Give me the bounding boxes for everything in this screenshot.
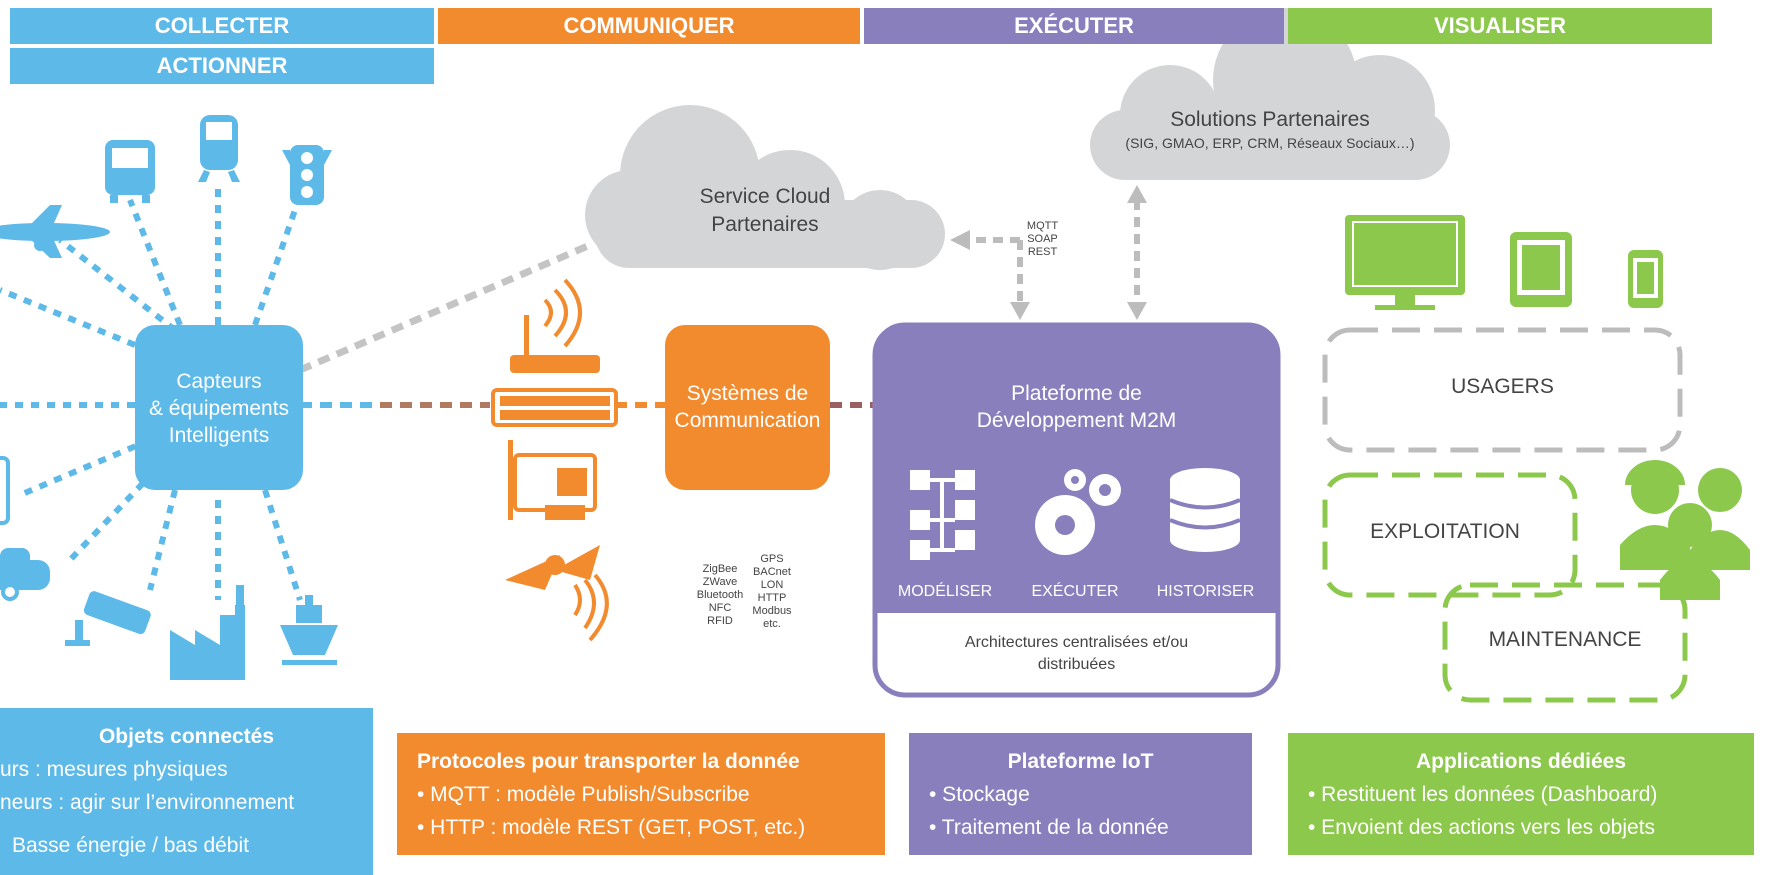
protocol-rfid: RFID — [707, 615, 733, 627]
tablet-icon — [1510, 232, 1572, 307]
platform-icons — [910, 468, 1241, 560]
label-executer: EXÉCUTER — [1031, 583, 1119, 600]
database-icon — [1169, 468, 1241, 552]
phone-icon — [0, 456, 10, 525]
traffic-light-icon — [282, 145, 332, 205]
cloud-protocols: MQTT SOAP REST — [1020, 220, 1065, 259]
footer-plateforme-line2: • Traitement de la donnée — [929, 816, 1169, 839]
satellite-icon — [505, 545, 609, 642]
usagers-box — [1322, 327, 1683, 453]
footer-applications: Applications dédiées • Restituent les do… — [1288, 733, 1754, 855]
gears-icon — [1035, 469, 1121, 555]
footer-protocoles-title: Protocoles pour transporter la donnée — [417, 750, 800, 773]
protocol-modbus: Modbus — [752, 605, 792, 617]
switch-icon — [491, 388, 618, 427]
footer-protocoles-line1: • MQTT : modèle Publish/Subscribe — [417, 783, 750, 806]
cloud-arrows — [972, 200, 1140, 305]
maintenance-label: MAINTENANCE — [1488, 628, 1642, 651]
model-icon — [910, 470, 975, 560]
capteurs-label-line3: Intelligents — [168, 424, 270, 447]
protocol-rest: REST — [1027, 246, 1058, 258]
protocol-http: HTTP — [757, 592, 787, 604]
protocols-left-list: ZigBee ZWave Bluetooth NFC RFID — [690, 563, 750, 628]
car-icon — [0, 548, 50, 601]
footer-objets-title: Objets connectés — [98, 725, 275, 748]
protocols-right-list: GPS BACnet LON HTTP Modbus etc. — [747, 553, 797, 631]
systemes-label-line1: Systèmes de — [686, 382, 809, 405]
footer-objets: Objets connectés urs : mesures physiques… — [0, 708, 373, 875]
platform-footer-line1: Architectures centralisées et/ou — [964, 634, 1189, 651]
footer-applications-title: Applications dédiées — [1415, 750, 1627, 773]
factory-icon — [170, 585, 245, 680]
solutions-cloud-line2: (SIG, GMAO, ERP, CRM, Réseaux Sociaux…) — [1125, 135, 1415, 151]
protocol-gps: GPS — [760, 553, 784, 565]
exploitation-label: EXPLOITATION — [1370, 520, 1520, 543]
header-collecter: COLLECTER — [10, 8, 434, 44]
solutions-cloud — [1090, 8, 1450, 180]
protocol-mqtt: MQTT — [1026, 220, 1059, 232]
comm-icons — [491, 278, 618, 642]
systemes-label-line2: Communication — [674, 409, 821, 432]
service-cloud-label: Service Cloud Partenaires — [650, 183, 880, 239]
protocol-bacnet: BACnet — [753, 566, 791, 578]
footer-objets-line3: Basse énergie / bas débit — [12, 834, 249, 857]
capteurs-label-line2: & équipements — [148, 397, 290, 420]
protocol-etc: etc. — [763, 618, 781, 630]
boat-icon — [280, 595, 338, 665]
header-communiquer: COMMUNIQUER — [438, 8, 860, 44]
systemes-label: Systèmes de Communication — [665, 380, 830, 434]
smartphone-icon — [1628, 250, 1663, 308]
footer-objets-line2: neurs : agir sur l’environnement — [0, 791, 295, 814]
platform-footer-line2: distribuées — [1037, 656, 1116, 673]
capteurs-label: Capteurs & équipements Intelligents — [135, 368, 303, 449]
capteurs-box — [135, 325, 303, 490]
arrow-heads — [950, 185, 1147, 320]
header-visualiser: VISUALISER — [1288, 8, 1712, 44]
plane-icon — [0, 205, 110, 258]
router-icon — [510, 278, 600, 373]
device-icons — [1345, 215, 1750, 600]
people-icon — [1620, 460, 1750, 600]
systemes-box — [665, 325, 830, 490]
protocol-bluetooth: Bluetooth — [696, 589, 744, 601]
protocol-soap: SOAP — [1027, 233, 1058, 245]
label-historiser: HISTORISER — [1156, 583, 1255, 600]
platform-title-line1: Plateforme de — [1011, 382, 1142, 405]
solutions-cloud-label: Solutions Partenaires (SIG, GMAO, ERP, C… — [1090, 107, 1450, 153]
footer-plateforme-line1: • Stockage — [929, 783, 1030, 806]
solutions-cloud-line1: Solutions Partenaires — [1170, 108, 1370, 131]
footer-protocoles-line2: • HTTP : modèle REST (GET, POST, etc.) — [417, 816, 806, 839]
capteurs-label-line1: Capteurs — [176, 370, 262, 393]
camera-icon — [65, 591, 151, 646]
platform-footer: Architectures centralisées et/ou distrib… — [875, 632, 1278, 676]
footer-protocoles: Protocoles pour transporter la donnée • … — [397, 733, 885, 855]
sensor-icons — [0, 115, 338, 680]
maintenance-box — [1442, 582, 1688, 703]
service-cloud — [585, 105, 945, 270]
platform-title-line2: Développement M2M — [976, 409, 1177, 432]
protocol-zwave: ZWave — [702, 576, 738, 588]
train-icon — [198, 115, 240, 182]
protocol-lon: LON — [760, 579, 784, 591]
service-cloud-line2: Partenaires — [711, 213, 819, 236]
bus-icon — [105, 140, 155, 203]
header-executer: EXÉCUTER — [864, 8, 1284, 44]
protocol-nfc: NFC — [708, 602, 732, 614]
exploitation-box — [1322, 472, 1578, 598]
protocol-zigbee: ZigBee — [702, 563, 738, 575]
footer-objets-line1: urs : mesures physiques — [0, 758, 228, 781]
network-card-icon — [508, 440, 597, 520]
monitor-icon — [1345, 215, 1465, 310]
footer-plateforme-title: Plateforme IoT — [1007, 750, 1154, 773]
usagers-label: USAGERS — [1451, 375, 1554, 398]
header-actionner: ACTIONNER — [10, 48, 434, 84]
footer-applications-line2: • Envoient des actions vers les objets — [1308, 816, 1656, 839]
footer-plateforme: Plateforme IoT • Stockage • Traitement d… — [909, 733, 1252, 855]
service-cloud-line1: Service Cloud — [699, 185, 831, 208]
footer-applications-line1: • Restituent les données (Dashboard) — [1308, 783, 1658, 806]
label-modeliser: MODÉLISER — [897, 583, 993, 600]
platform-title: Plateforme de Développement M2M — [875, 380, 1278, 434]
capteurs-cloud-line — [298, 241, 592, 374]
